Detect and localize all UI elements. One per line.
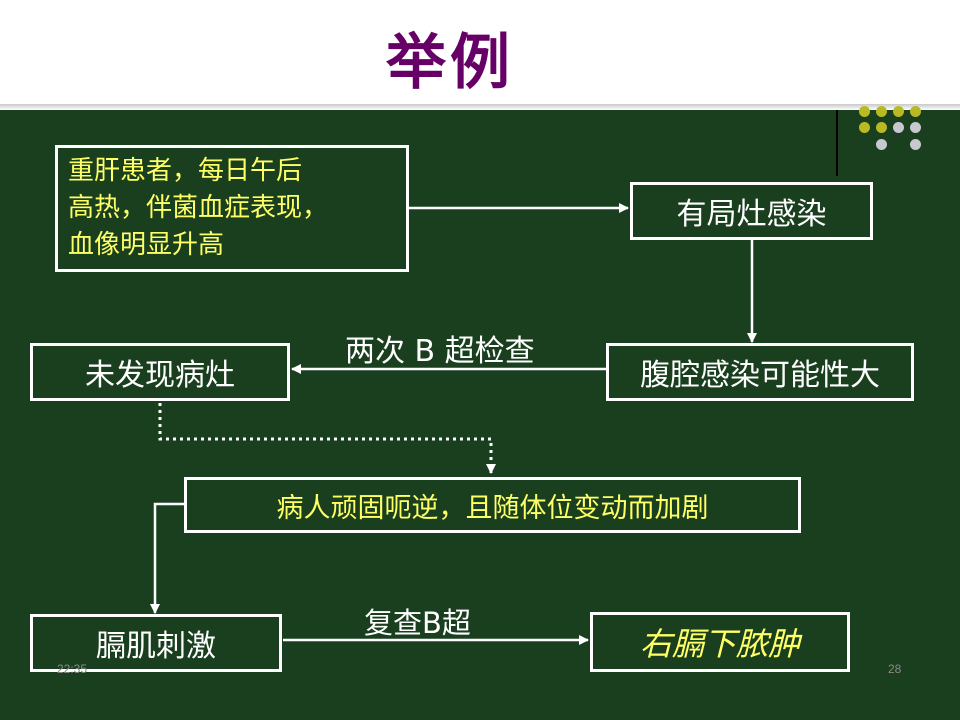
decorative-vertical-line bbox=[836, 110, 838, 176]
box-no-lesion: 未发现病灶 bbox=[30, 343, 290, 401]
box-abdominal-infection: 腹腔感染可能性大 bbox=[606, 343, 914, 401]
dot bbox=[893, 106, 904, 117]
box-hiccups: 病人顽固呃逆，且随体位变动而加剧 bbox=[184, 477, 801, 533]
box-local-infection: 有局灶感染 bbox=[630, 182, 873, 240]
dot bbox=[910, 122, 921, 133]
title-divider bbox=[0, 104, 960, 110]
box-subphrenic-abscess: 右膈下脓肿 bbox=[590, 612, 850, 672]
label-b-scan-twice: 两次 B 超检查 bbox=[345, 334, 535, 369]
dot bbox=[876, 139, 887, 150]
dot bbox=[859, 122, 870, 133]
box-patient-description: 重肝患者，每日午后 高热，伴菌血症表现， 血像明显升高 bbox=[55, 145, 409, 272]
dot bbox=[893, 122, 904, 133]
patient-desc-line-1: 重肝患者，每日午后 bbox=[68, 156, 303, 186]
box-diaphragm-stimulation: 膈肌刺激 bbox=[30, 614, 282, 672]
page-number: 28 bbox=[888, 662, 902, 676]
footer-time: 22:35 bbox=[57, 662, 88, 676]
title-bar bbox=[0, 0, 960, 110]
dot bbox=[876, 106, 887, 117]
arrow-dotted-nolesion-to-hiccups bbox=[158, 403, 496, 474]
dot bbox=[910, 106, 921, 117]
patient-desc-line-2: 高热，伴菌血症表现， bbox=[68, 193, 329, 223]
label-recheck-b: 复查B超 bbox=[364, 606, 471, 640]
dot bbox=[859, 106, 870, 117]
dot bbox=[910, 139, 921, 150]
arrow-hiccups-to-diaphragm bbox=[150, 502, 184, 614]
slide-title: 举例 bbox=[386, 28, 514, 98]
patient-desc-line-3: 血像明显升高 bbox=[68, 230, 225, 260]
dot bbox=[876, 122, 887, 133]
